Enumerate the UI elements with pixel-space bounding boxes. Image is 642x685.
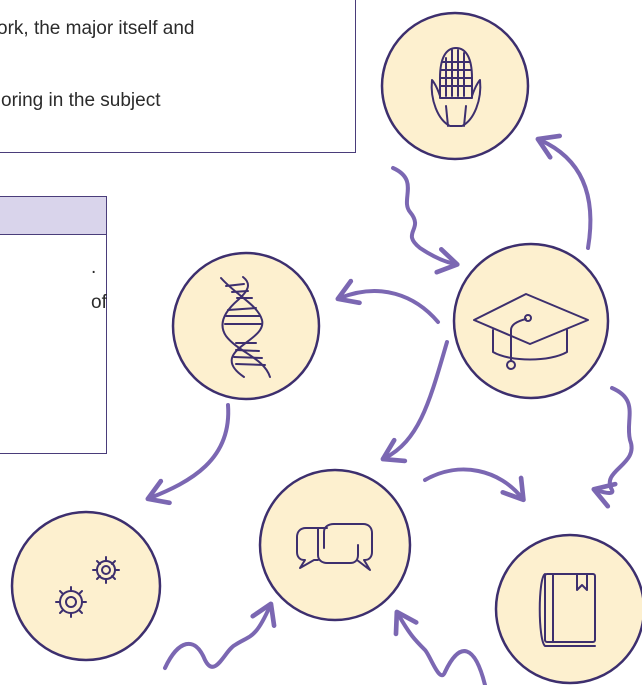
arrow-wave-to-bubbles [163,601,277,670]
arrow-cap-to-bubbles [380,340,449,464]
book-node [494,533,642,685]
left-text-line-2: of [91,292,107,313]
dna-node [171,251,321,401]
graduation-cap-node [452,242,610,400]
left-box-header [0,197,106,235]
top-text-box: ork, the major itself and oring in the s… [0,0,356,153]
speech-bubbles-node [258,468,412,622]
gears-icon [55,556,120,618]
arrow-wave-to-bubbles-2 [393,609,487,685]
arrow-cap-to-dna [335,278,440,324]
top-text-line-2: oring in the subject [1,90,161,111]
arrow-dna-to-gears [145,403,231,506]
left-text-line-1: . [91,257,97,278]
gears-node [10,510,162,662]
speech-bubbles-icon [296,523,373,571]
arrow-corn-to-cap [391,166,460,275]
arrow-bubbles-to-book [423,467,526,503]
book-icon [538,573,596,647]
arrow-cap-to-book [591,386,634,509]
corn-icon [430,47,482,127]
arrow-cap-to-corn [535,133,593,250]
left-text-box: . of [0,196,107,454]
dna-icon [220,276,271,378]
graduation-cap-icon [473,293,589,370]
top-text-line-1: ork, the major itself and [0,18,195,39]
